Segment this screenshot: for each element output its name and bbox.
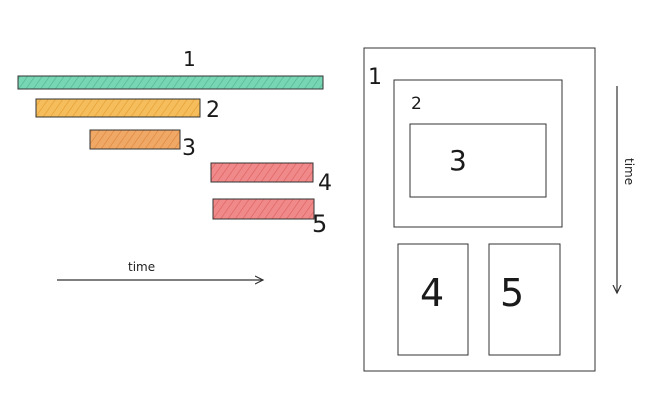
timeline-bar-5: 5	[212, 198, 327, 238]
timeline-bar-5-label: 5	[312, 210, 327, 238]
timeline-bar-3: 3	[89, 129, 196, 161]
layout-box-2: 2	[393, 79, 563, 228]
timeline-bar-1: 1	[17, 47, 324, 90]
timeline-bar-1-label: 1	[183, 47, 196, 71]
layout-axis: time	[617, 86, 636, 293]
layout-group: 1 2 3 4 5 time	[363, 47, 636, 372]
layout-box-5-label: 5	[500, 271, 524, 315]
layout-box-5: 5	[488, 243, 561, 356]
layout-box-2-label: 2	[411, 94, 422, 114]
timeline-bar-3-label: 3	[182, 136, 196, 161]
layout-axis-label: time	[622, 158, 636, 185]
layout-box-4-label: 4	[420, 271, 444, 315]
layout-box-1-label: 1	[368, 65, 382, 90]
timeline-bar-2: 2	[35, 98, 220, 123]
timeline-bar-4-label: 4	[318, 171, 332, 196]
layout-box-1: 1	[363, 47, 596, 372]
layout-box-3-label: 3	[449, 144, 467, 177]
timeline-bar-2-label: 2	[206, 98, 220, 123]
layout-box-4: 4	[397, 243, 469, 356]
timeline-group: 1 2 3 4 5 time	[17, 47, 332, 280]
layout-box-3: 3	[409, 123, 547, 198]
timeline-bar-4: 4	[210, 162, 332, 196]
timeline-axis-label: time	[128, 260, 155, 274]
timeline-axis: time	[57, 260, 263, 280]
